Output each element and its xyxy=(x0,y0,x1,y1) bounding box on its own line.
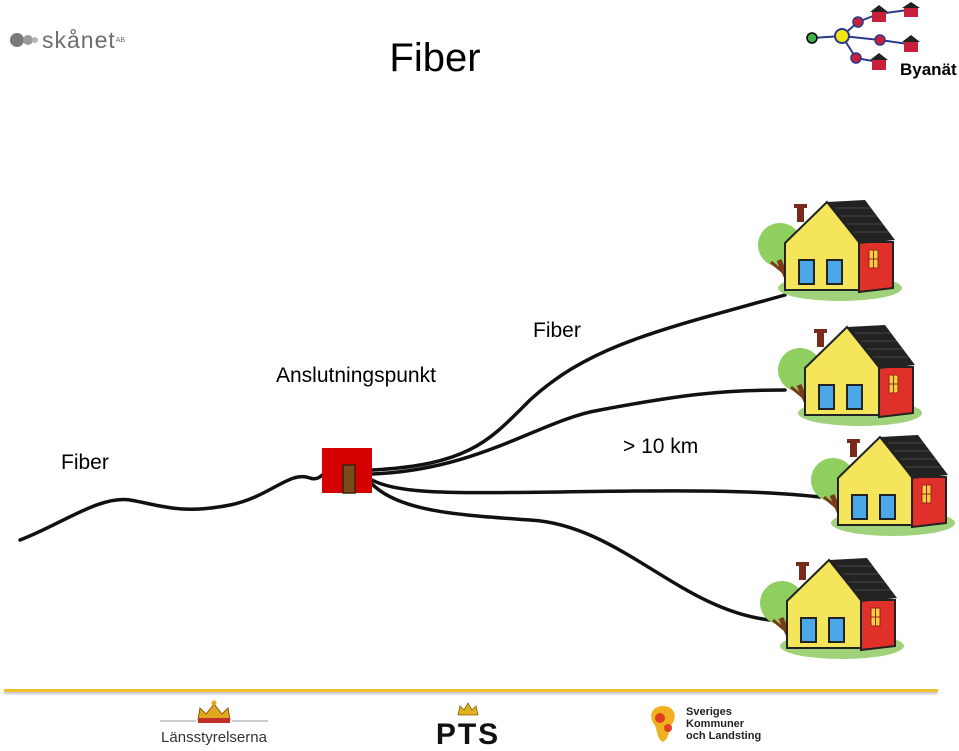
label-distance: > 10 km xyxy=(623,435,699,458)
lansstyrelserna-logo-text: Länsstyrelserna xyxy=(161,729,267,746)
connection-point-door xyxy=(342,464,356,494)
house-3 xyxy=(811,435,955,536)
skanet-logo-text: skånet xyxy=(42,26,116,53)
fiber-line-incoming xyxy=(18,466,334,542)
label-fiber-incoming: Fiber xyxy=(61,451,109,474)
pts-logo: PTS xyxy=(428,702,508,751)
fiber-line-house-3 xyxy=(370,478,822,499)
fiber-line-house-2 xyxy=(370,388,787,476)
byanat-logo-text: Byanät xyxy=(900,60,957,79)
label-fiber-outgoing: Fiber xyxy=(533,319,581,342)
house-2 xyxy=(778,325,922,426)
house-4 xyxy=(760,558,904,659)
crown-icon xyxy=(160,700,268,723)
byanat-logo-icon xyxy=(806,2,920,70)
lansstyrelserna-logo: Länsstyrelserna xyxy=(160,698,268,746)
skl-logo-line2: Kommuner xyxy=(686,718,745,730)
pts-crown-icon xyxy=(457,702,479,716)
skanet-logo-sup: AB xyxy=(115,36,126,44)
fiber-line-house-1 xyxy=(370,293,787,472)
house-1 xyxy=(758,200,902,301)
fiber-line-house-4 xyxy=(370,482,772,622)
skl-logo-line1: Sveriges xyxy=(686,706,732,718)
skl-logo-line3: och Landsting xyxy=(686,730,762,742)
pts-logo-text: PTS xyxy=(435,718,501,751)
skl-logo: Sveriges Kommuner och Landsting xyxy=(646,703,776,745)
label-connection-point: Anslutningspunkt xyxy=(276,364,436,387)
skl-logo-textblock: Sveriges Kommuner och Landsting xyxy=(686,706,761,742)
skl-logo-icon xyxy=(651,706,675,742)
skanet-logo-icon xyxy=(10,33,38,47)
page-title: Fiber xyxy=(389,36,481,80)
footer-divider xyxy=(4,689,938,692)
